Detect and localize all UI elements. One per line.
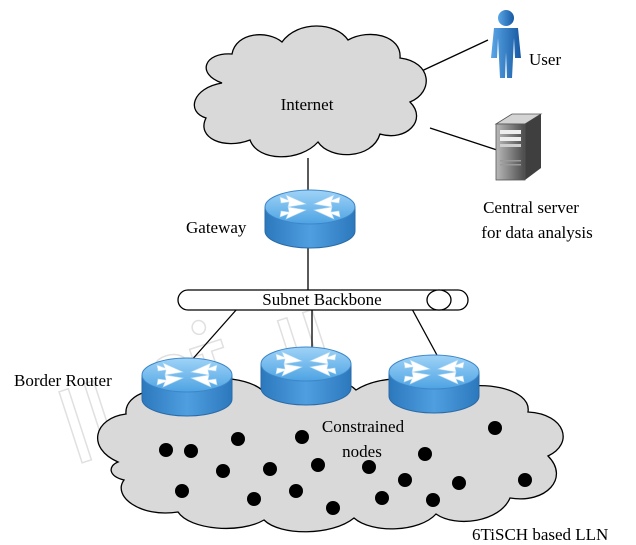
lln-label: 6TiSCH based LLN (472, 525, 608, 544)
link-backbone-router-right (411, 308, 439, 358)
person-icon (491, 10, 521, 78)
node-dot (326, 501, 340, 515)
node-dot (518, 473, 532, 487)
node-dot (159, 443, 173, 457)
node-dot (398, 473, 412, 487)
constrained-nodes-label-line1: Constrained (322, 417, 405, 436)
node-dot (418, 447, 432, 461)
server-tower-icon (494, 113, 543, 181)
node-dot (375, 491, 389, 505)
constrained-nodes-label-line2: nodes (342, 442, 382, 461)
gateway-label: Gateway (186, 218, 247, 237)
node-dot (426, 493, 440, 507)
node-dot (231, 432, 245, 446)
border-router-mid-icon (260, 346, 352, 406)
subnet-backbone (177, 289, 469, 311)
constrained-nodes (159, 421, 532, 515)
internet-label: Internet (281, 95, 334, 114)
node-dot (216, 464, 230, 478)
node-dot (295, 430, 309, 444)
node-dot (184, 444, 198, 458)
node-dot (488, 421, 502, 435)
node-dot (452, 476, 466, 490)
node-dot (175, 484, 189, 498)
node-dot (263, 462, 277, 476)
border-router-left-icon (141, 357, 233, 417)
node-dot (289, 484, 303, 498)
gateway-router-icon (264, 189, 356, 249)
internet-cloud (193, 25, 427, 158)
border-router-right-icon (388, 354, 480, 414)
node-dot (247, 492, 261, 506)
central-server-label-line2: for data analysis (481, 223, 592, 242)
link-backbone-router-left (189, 308, 238, 363)
central-server-label-line1: Central server (483, 198, 579, 217)
subnet-backbone-label: Subnet Backbone (262, 290, 381, 309)
user-label: User (529, 50, 561, 69)
node-dot (362, 460, 376, 474)
link-internet-server (429, 127, 498, 151)
border-router-label: Border Router (14, 371, 112, 390)
node-dot (311, 458, 325, 472)
